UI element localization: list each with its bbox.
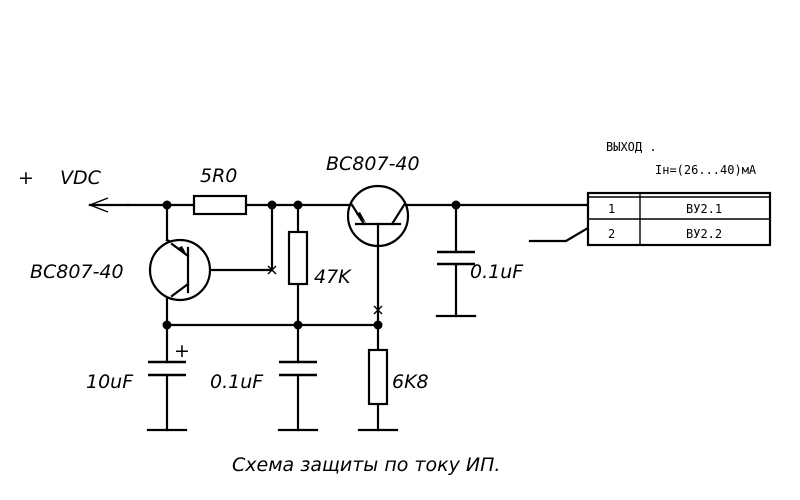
- label-c-mid: 0.1uF: [210, 371, 264, 393]
- transistor-q-left-arrow: [178, 246, 188, 257]
- output-connector: 1 ВУ2.1 2 ВУ2.2: [586, 191, 772, 247]
- label-r-series: 5R0: [200, 165, 237, 187]
- junction-dot: [373, 320, 383, 330]
- capacitor-out: [437, 250, 475, 266]
- label-c-bulk-polarity: +: [174, 340, 190, 362]
- connector-pin-2: 2: [608, 227, 615, 241]
- wire-pin2-ground: [528, 226, 590, 243]
- transistor-q-top-arrow: [356, 212, 366, 223]
- junction-dot: [267, 200, 277, 210]
- junction-dot: [451, 200, 461, 210]
- diagram-caption: Схема защиты по току ИП.: [232, 454, 500, 476]
- junction-dot: [293, 200, 303, 210]
- junction-dot: [162, 320, 172, 330]
- transistor-q-top: [346, 184, 410, 248]
- junction-dots: [162, 200, 461, 330]
- label-supply-plus: +: [18, 167, 34, 189]
- supply-input-arrow: [88, 197, 130, 213]
- connector-pin-1: 1: [608, 202, 615, 216]
- cross-marks: [267, 265, 383, 315]
- label-r-bottom: 6K8: [392, 371, 429, 393]
- capacitor-mid: [279, 360, 317, 377]
- label-supply-name: VDC: [60, 167, 102, 189]
- resistor-47k: [287, 230, 309, 286]
- label-c-out: 0.1uF: [470, 261, 524, 283]
- label-q-left: BC807-40: [30, 261, 124, 283]
- label-c-bulk: 10uF: [86, 371, 134, 393]
- transistor-q-left: [148, 238, 212, 302]
- connector-name-1: ВУ2.1: [686, 202, 722, 216]
- connector-name-2: ВУ2.2: [686, 227, 722, 241]
- label-output-title: ВЫХОД .: [606, 140, 657, 154]
- capacitor-10uf: [148, 360, 186, 377]
- resistor-5r0: [192, 194, 248, 216]
- label-output-current: Iн=(26...40)мА: [655, 163, 757, 177]
- label-r-bias: 47K: [314, 266, 352, 288]
- junction-dot: [293, 320, 303, 330]
- junction-dot: [162, 200, 172, 210]
- resistor-6k8: [367, 348, 389, 406]
- label-q-top: BC807-40: [326, 153, 420, 175]
